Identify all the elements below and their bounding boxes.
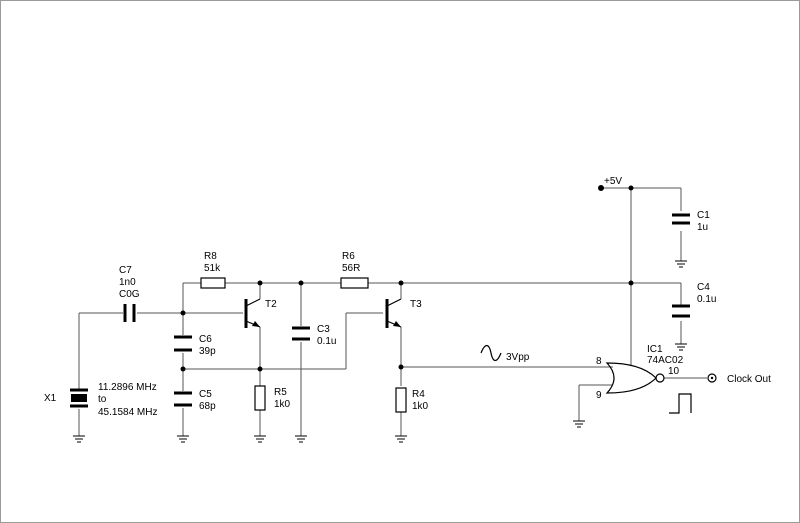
ic1-ref: IC1 (647, 344, 663, 355)
c7-dielectric: C0G (119, 289, 140, 300)
sine-wave-icon (480, 344, 502, 362)
c1-value: 1u (697, 222, 708, 233)
pin-8-label: 8 (596, 356, 602, 367)
pin-10-label: 10 (668, 366, 680, 377)
c4-ref: C4 (697, 282, 710, 293)
x1-to: to (98, 394, 107, 405)
r5-ref: R5 (274, 387, 287, 398)
x1-ref: X1 (44, 393, 57, 404)
r6-value: 56R (342, 263, 360, 274)
wires (78, 187, 707, 436)
resistor-r8 (200, 277, 226, 289)
npn-transistor-icon (385, 298, 402, 328)
r5-value: 1k0 (274, 399, 291, 410)
t3-ref: T3 (410, 299, 422, 310)
c4-value: 0.1u (697, 294, 716, 305)
resistor-r5 (253, 385, 267, 443)
signal-amplitude-label: 3Vpp (506, 352, 530, 363)
clock-out-label: Clock Out (727, 374, 771, 385)
r8-ref: R8 (204, 251, 217, 262)
supply-label: +5V (604, 176, 622, 187)
ic1-part: 74AC02 (647, 355, 684, 366)
supply-terminal-icon (598, 185, 604, 191)
resistor-r4 (394, 387, 408, 443)
crystal-icon (70, 388, 88, 443)
resistor-r6 (340, 277, 369, 289)
c5-value: 68p (199, 401, 216, 412)
square-wave-icon (669, 393, 692, 414)
t2-ref: T2 (265, 299, 277, 310)
capacitor-c6 (174, 335, 192, 352)
c1-ref: C1 (697, 210, 710, 221)
junctions (180, 185, 634, 372)
c6-ref: C6 (199, 334, 212, 345)
c6-value: 39p (199, 346, 216, 357)
r6-ref: R6 (342, 251, 355, 262)
nor-gate-icon (605, 362, 665, 394)
c5-ref: C5 (199, 389, 212, 400)
c3-ref: C3 (317, 324, 330, 335)
npn-transistor-icon (244, 298, 261, 328)
c3-value: 0.1u (317, 336, 336, 347)
c7-ref: C7 (119, 265, 132, 276)
r8-value: 51k (204, 263, 221, 274)
ground-icon (572, 420, 586, 428)
c7-value: 1n0 (119, 277, 136, 288)
x1-freq-high: 45.1584 MHz (98, 407, 157, 418)
r4-ref: R4 (412, 389, 425, 400)
r4-value: 1k0 (412, 401, 429, 412)
output-connector-icon (707, 373, 717, 383)
capacitor-c4 (672, 304, 690, 351)
x1-freq-low: 11.2896 MHz (98, 382, 157, 393)
capacitor-c1 (672, 213, 690, 268)
capacitor-c7 (123, 304, 136, 322)
pin-9-label: 9 (596, 390, 602, 401)
capacitor-c3 (292, 326, 310, 443)
capacitor-c5 (174, 391, 192, 443)
